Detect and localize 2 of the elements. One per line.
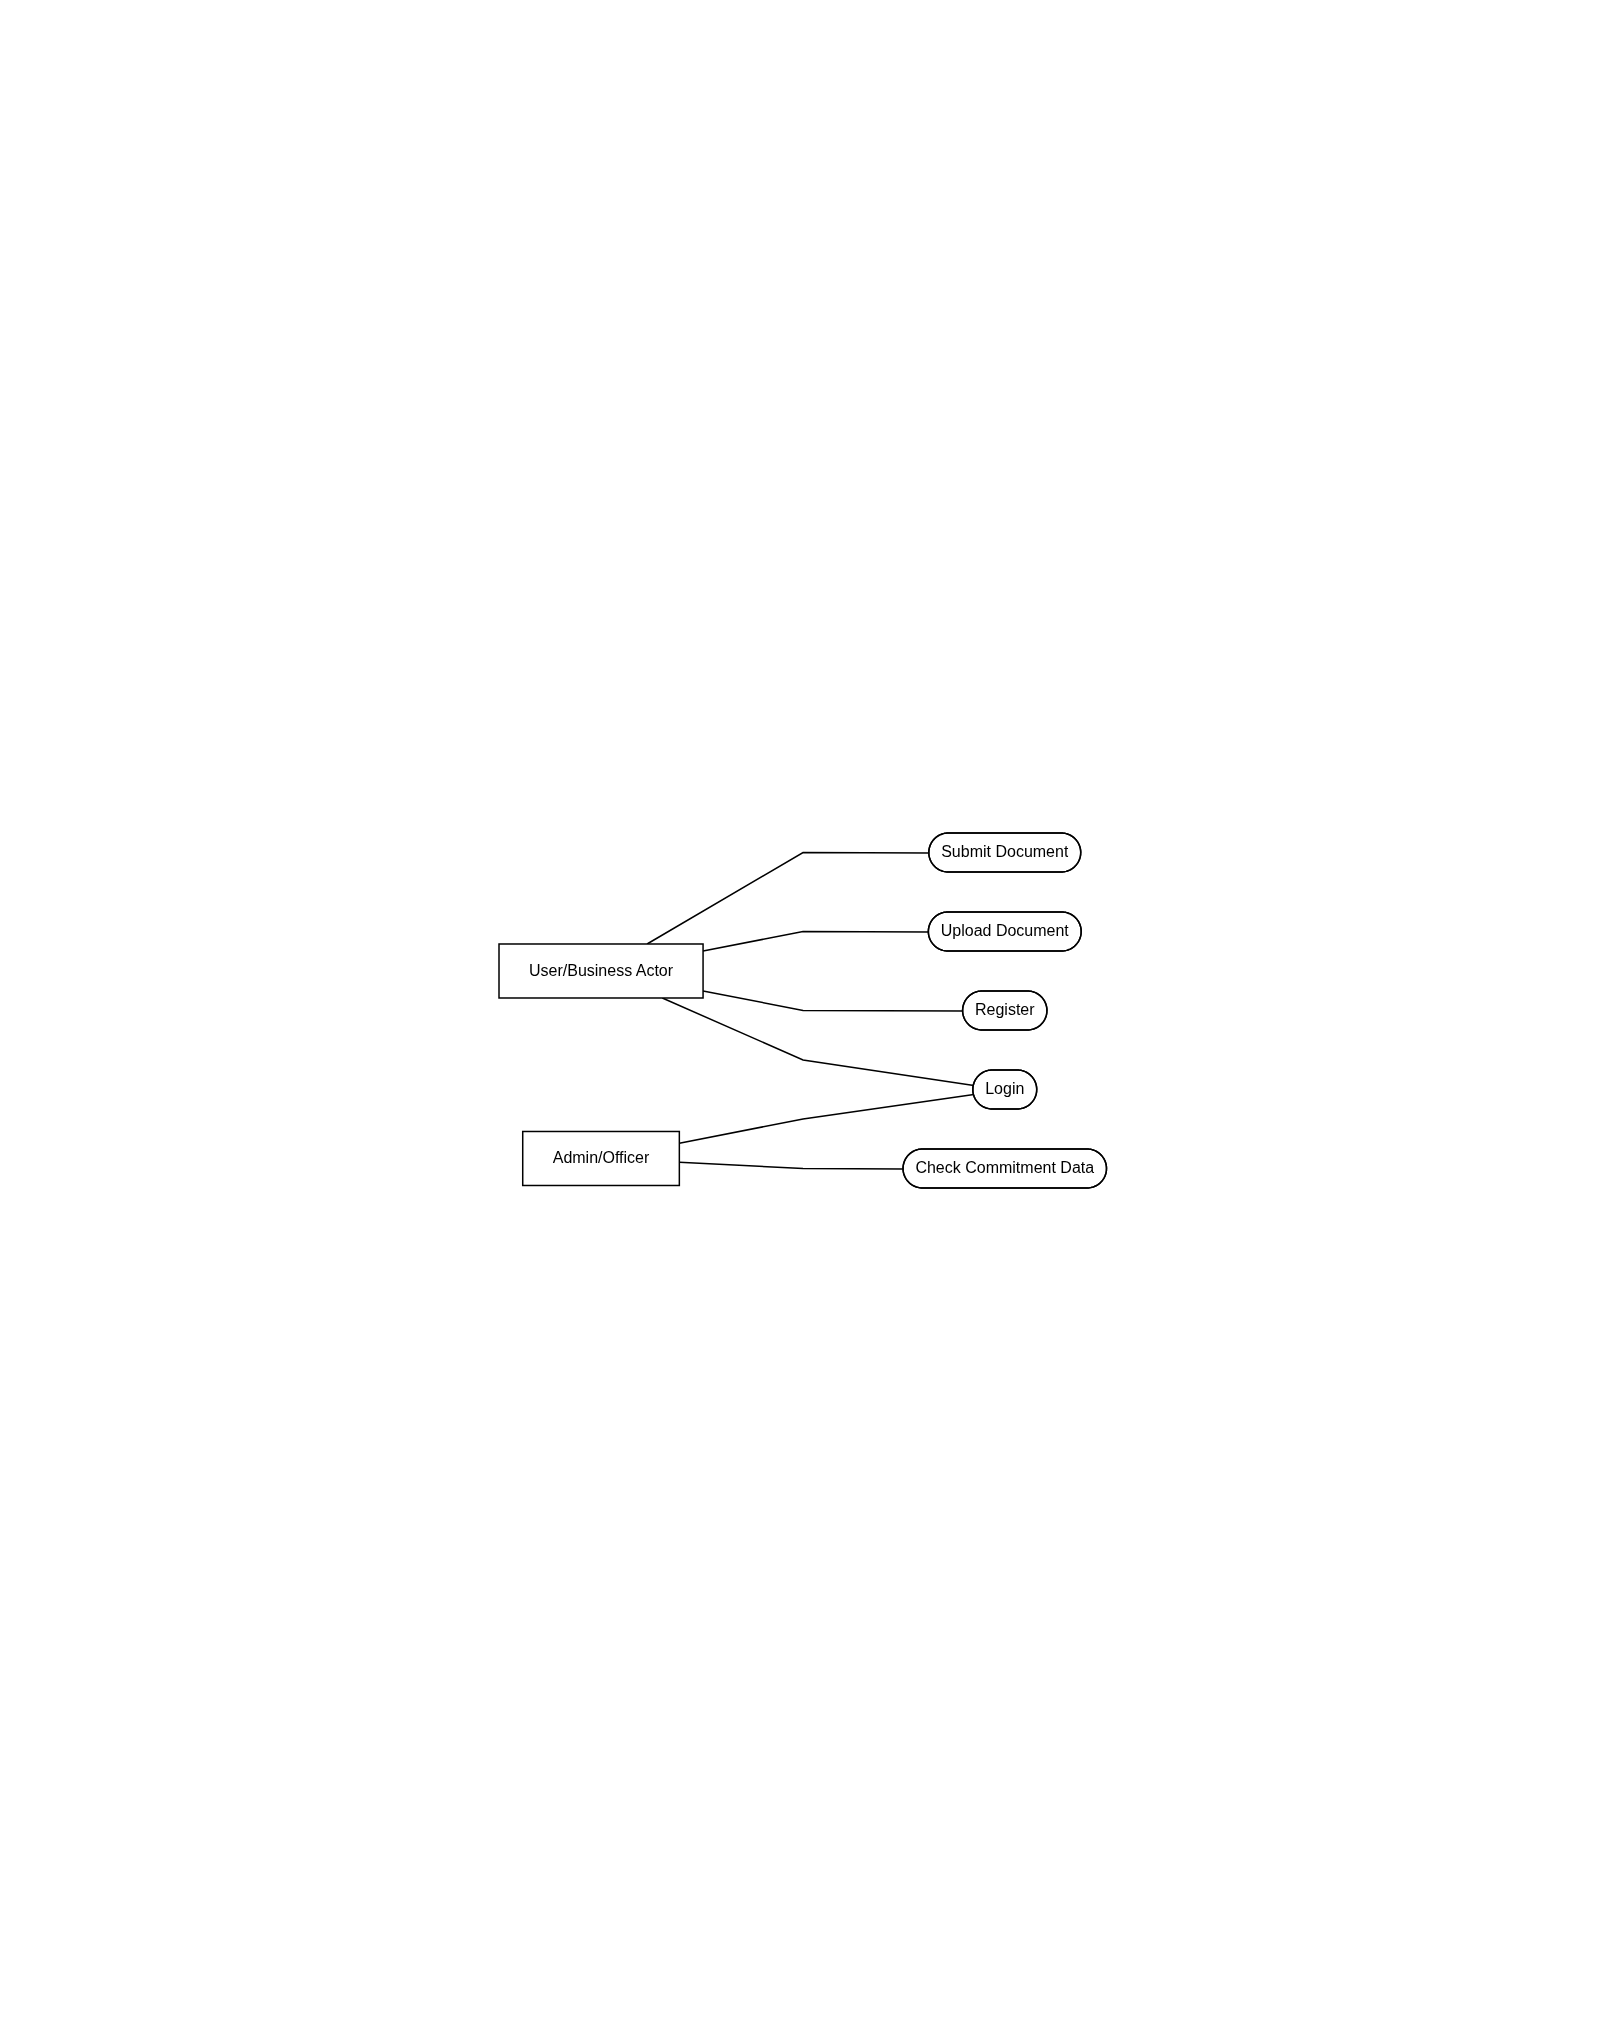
node-box: Admin/Officer bbox=[522, 1130, 681, 1187]
node-box: User/Business Actor bbox=[498, 943, 705, 999]
